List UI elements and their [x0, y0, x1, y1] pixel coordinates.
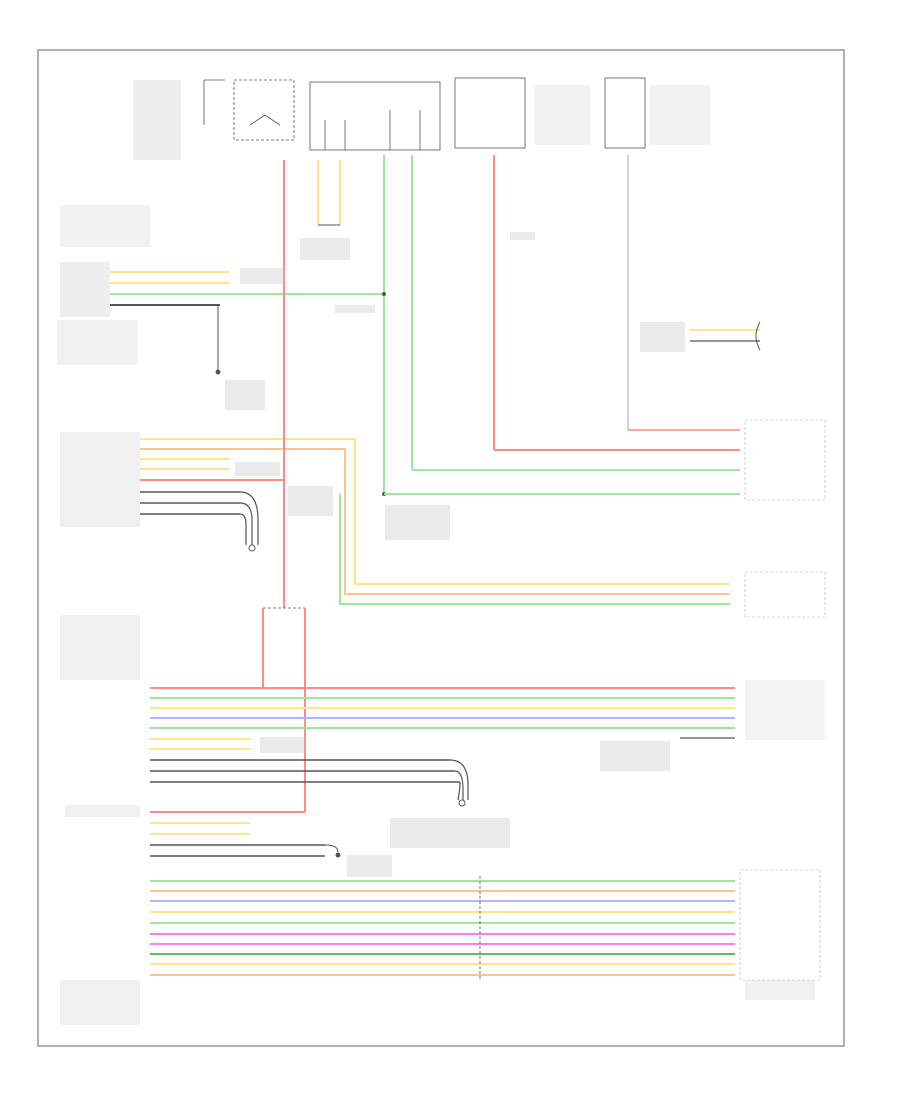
vertical-wire-red-right — [493, 155, 740, 451]
wires-to-right-lower-module — [339, 439, 730, 605]
vertical-wire-yellow-pair — [317, 160, 341, 226]
notes-block — [60, 205, 150, 247]
transmission-range-component — [233, 79, 295, 141]
module-top-right-2 — [604, 77, 710, 149]
diagram-border — [37, 49, 845, 1047]
right-module-mid — [744, 419, 826, 501]
left-connector-group-1 — [57, 262, 384, 375]
left-connector-group-2 — [60, 432, 355, 552]
vertical-wire-red-main — [262, 160, 306, 812]
vertical-wire-green-2 — [411, 155, 740, 471]
bottom-bus — [60, 869, 821, 1025]
label-blocks — [225, 232, 685, 877]
right-module-lower — [744, 571, 826, 618]
vertical-wire-green-1 — [382, 155, 386, 496]
vertical-wire-gray-right — [627, 155, 740, 431]
center-bus — [60, 615, 825, 807]
module-top-center — [309, 81, 441, 151]
lower-left-connector — [65, 805, 341, 858]
clutch-connector — [690, 321, 761, 351]
module-top-right-1 — [454, 77, 590, 149]
top-left-fuse-block — [133, 79, 225, 160]
